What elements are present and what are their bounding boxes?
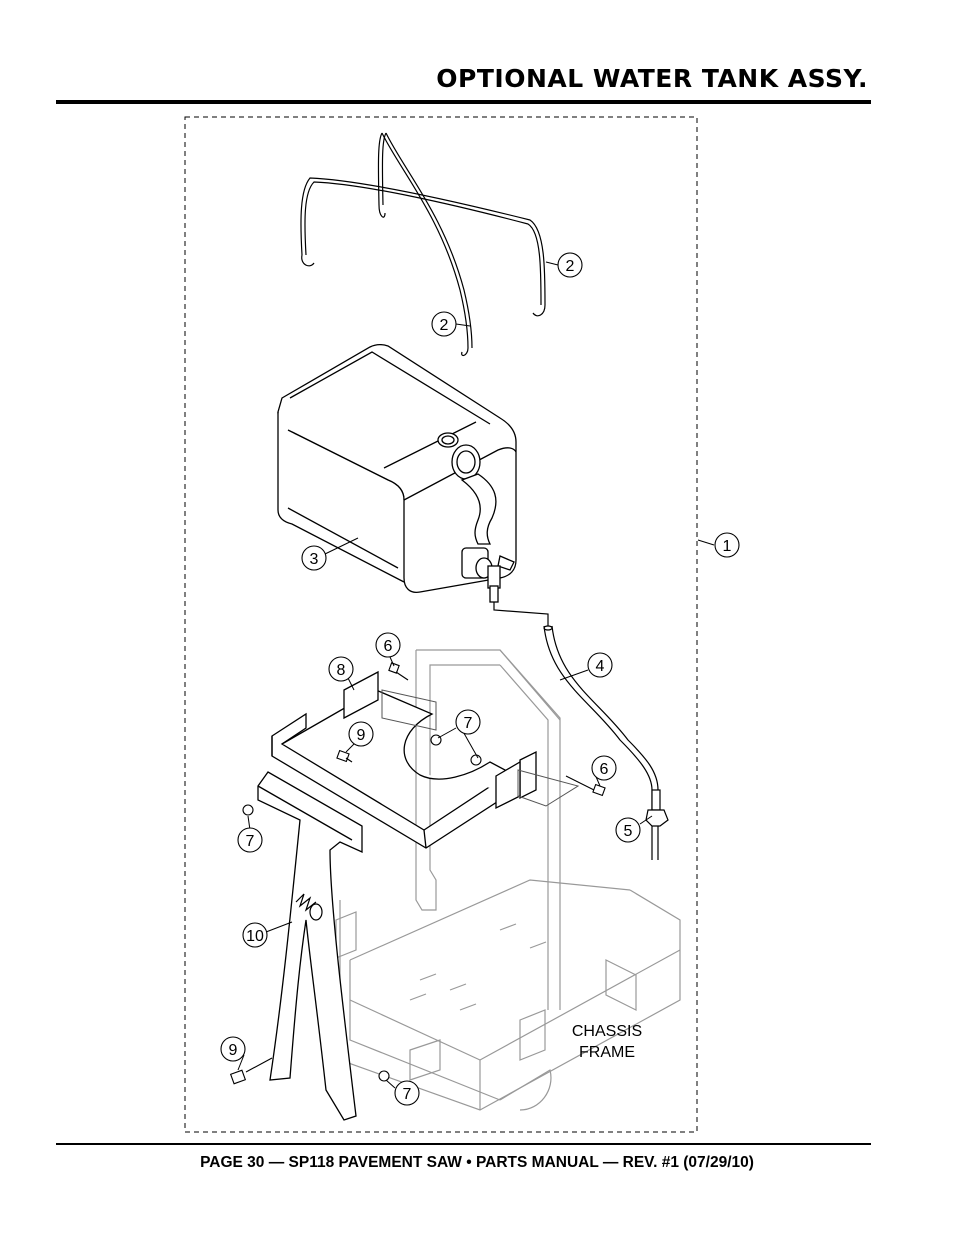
water-hose [493, 602, 659, 860]
callout-9b: 9 [220, 1036, 246, 1062]
svg-text:6: 6 [600, 761, 609, 778]
svg-text:9: 9 [229, 1042, 238, 1059]
callout-7b: 7 [237, 827, 263, 853]
svg-text:2: 2 [440, 317, 449, 334]
svg-text:4: 4 [596, 658, 605, 675]
chassis-frame [335, 649, 681, 1111]
svg-text:2: 2 [566, 258, 575, 275]
callout-2a: 2 [557, 252, 583, 278]
svg-text:10: 10 [246, 928, 264, 945]
footer-rule [56, 1143, 871, 1145]
fasteners [229, 662, 606, 1085]
callout-10: 10 [242, 922, 268, 948]
callout-5: 5 [615, 817, 641, 843]
svg-text:1: 1 [723, 538, 732, 555]
svg-text:9: 9 [357, 727, 366, 744]
page-footer: PAGE 30 — SP118 PAVEMENT SAW • PARTS MAN… [200, 1154, 754, 1171]
callout-2b: 2 [431, 311, 457, 337]
callout-1: 1 [714, 532, 740, 558]
support-leg [257, 771, 363, 1121]
svg-text:6: 6 [384, 638, 393, 655]
svg-text:7: 7 [464, 715, 473, 732]
callout-6b: 6 [591, 755, 617, 781]
callout-7a: 7 [455, 709, 481, 735]
callout-3: 3 [301, 545, 327, 571]
svg-text:7: 7 [403, 1086, 412, 1103]
callout-4: 4 [587, 652, 613, 678]
leg-logo [295, 893, 323, 921]
water-tank [277, 343, 517, 603]
callout-7c: 7 [394, 1080, 420, 1106]
callout-9a: 9 [348, 721, 374, 747]
callout-8: 8 [328, 656, 354, 682]
chassis-frame-label-line1: CHASSIS [572, 1023, 642, 1040]
chassis-frame-label-line2: FRAME [579, 1044, 635, 1061]
page-title: OPTIONAL WATER TANK ASSY. [436, 64, 868, 93]
header-rule [56, 100, 871, 104]
svg-text:5: 5 [624, 823, 633, 840]
callout-6a: 6 [375, 632, 401, 658]
bungee-cords [300, 132, 546, 357]
svg-text:3: 3 [310, 551, 319, 568]
assembly-boundary [184, 116, 698, 1133]
tank-bracket [271, 670, 537, 849]
svg-text:8: 8 [337, 662, 346, 679]
mounting-plate [381, 689, 580, 807]
svg-text:7: 7 [246, 833, 255, 850]
hose-fitting [645, 789, 669, 827]
